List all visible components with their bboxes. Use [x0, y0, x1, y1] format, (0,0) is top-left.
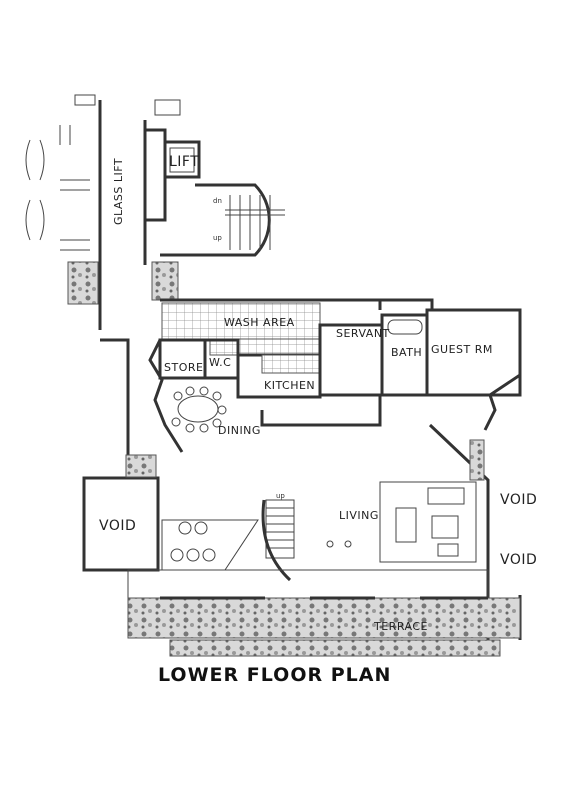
living-furniture: [326, 481, 477, 563]
planter-mid: [151, 261, 179, 301]
label-lift: LIFT: [169, 154, 199, 170]
label-wash-area: WASH AREA: [224, 316, 295, 329]
planter-diagonal: [469, 439, 485, 481]
terrace-area: [127, 569, 521, 657]
lift-shaft: [163, 140, 201, 179]
label-living: LIVING: [339, 509, 379, 522]
label-bath: BATH: [391, 346, 422, 359]
label-void-right-2: VOID: [500, 552, 537, 568]
main-stair: [261, 499, 295, 582]
planter-left: [67, 261, 99, 305]
label-stair-up: up: [213, 234, 222, 242]
dining-table: [171, 386, 227, 433]
stair-tower: [160, 183, 285, 257]
void-left-box: [82, 454, 160, 572]
plan-title: LOWER FLOOR PLAN: [158, 664, 392, 686]
label-guest-rm: GUEST RM: [431, 343, 493, 356]
label-glass-lift: GLASS LIFT: [112, 158, 125, 225]
lounge-seating: [161, 519, 259, 571]
label-void-right-1: VOID: [500, 492, 537, 508]
label-stair-dn: dn: [213, 197, 222, 205]
label-terrace: TERRACE: [373, 620, 428, 633]
label-store: STORE: [164, 361, 203, 374]
guest-room: [425, 308, 522, 397]
label-servant: SERVANT: [336, 327, 390, 340]
wash-area: [161, 302, 321, 356]
label-main-stair-up: up: [276, 492, 285, 500]
label-dining: DINING: [218, 424, 261, 437]
label-void-left: VOID: [99, 518, 136, 534]
label-kitchen: KITCHEN: [264, 379, 315, 392]
entrance-columns: [25, 94, 181, 251]
label-wc: W.C: [209, 356, 231, 369]
